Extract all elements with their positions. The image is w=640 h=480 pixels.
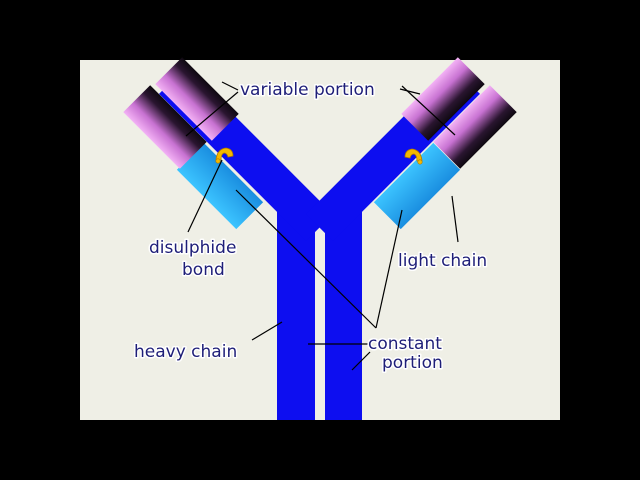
label-disulphide-bond-line2: bond (182, 260, 225, 280)
label-variable-portion: variable portion (240, 80, 375, 100)
light-chain-left (176, 142, 264, 230)
label-disulphide-bond-line1: disulphide (149, 238, 236, 258)
variable-portion-left-heavy (155, 57, 239, 141)
bond-icon (404, 148, 423, 165)
heavy-chain-right-stem (325, 208, 362, 420)
heavy-chain-left-stem (277, 208, 315, 420)
label-heavy-chain: heavy chain (134, 342, 237, 362)
variable-portion-left-light (123, 85, 207, 169)
bond-icon (215, 147, 234, 164)
label-constant-portion-line2: portion (382, 353, 443, 373)
variable-portion-right-heavy (401, 57, 485, 141)
light-chain-right (373, 142, 461, 230)
pointer-lines (185, 81, 459, 371)
variable-portion-right-light (433, 85, 517, 169)
label-light-chain: light chain (398, 251, 487, 271)
label-constant-portion-line1: constant (368, 334, 442, 354)
